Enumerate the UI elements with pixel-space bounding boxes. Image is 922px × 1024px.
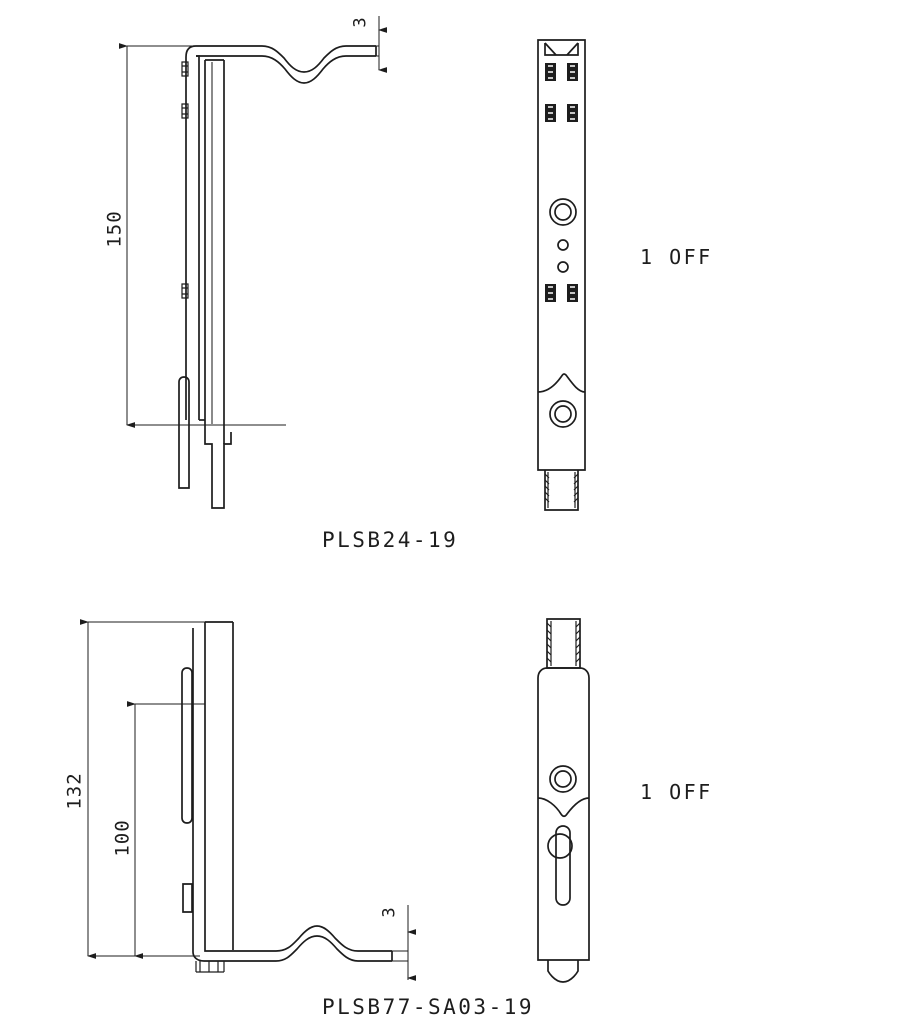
dim-3-bottom — [358, 905, 416, 981]
upper-front-boss-2 — [549, 400, 577, 428]
dim-3-top-text: 3 — [350, 16, 371, 28]
dim-3-top — [346, 16, 387, 73]
upper-front-view — [537, 39, 586, 511]
dim-132 — [80, 619, 205, 959]
lower-side-foot-tabs — [195, 961, 225, 973]
lower-front-vee-notch — [547, 960, 579, 983]
upper-part-number: PLSB24-19 — [322, 528, 459, 552]
lower-quantity-label: 1 OFF — [640, 780, 713, 804]
upper-front-slot-pair-3 — [545, 284, 578, 302]
lower-front-view — [537, 618, 590, 983]
upper-side-tab-2 — [181, 103, 189, 119]
upper-side-view — [178, 45, 377, 509]
dim-100-text: 100 — [111, 819, 134, 857]
lower-front-threaded-top — [546, 618, 581, 669]
upper-quantity-label: 1 OFF — [640, 245, 713, 269]
upper-front-threaded-end — [544, 470, 579, 511]
upper-front-slot-pair-1 — [545, 63, 578, 81]
dim-3-bottom-text: 3 — [379, 906, 400, 918]
dim-132-text: 132 — [63, 772, 86, 810]
dim-100 — [127, 701, 205, 959]
upper-front-boss-1 — [549, 198, 577, 226]
lower-front-keyhole-slot — [547, 825, 573, 906]
upper-side-tab-1 — [181, 61, 189, 77]
upper-side-tab-3 — [181, 283, 189, 299]
upper-front-slot-pair-2 — [545, 104, 578, 122]
lower-part-number: PLSB77-SA03-19 — [322, 995, 535, 1019]
lower-front-boss — [549, 765, 577, 793]
dim-150 — [119, 43, 286, 428]
lower-side-view — [181, 621, 393, 973]
dim-150-text: 150 — [103, 210, 126, 248]
upper-front-hole-2 — [557, 261, 569, 273]
upper-front-hole-1 — [557, 239, 569, 251]
